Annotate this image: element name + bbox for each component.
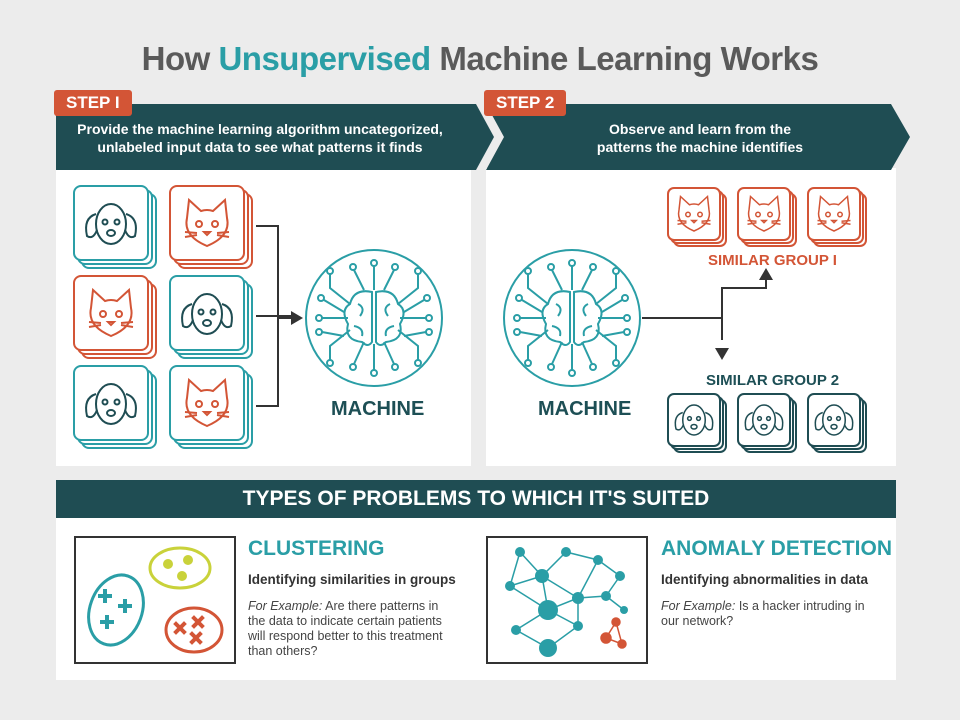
types-heading: TYPES OF PROBLEMS TO WHICH IT'S SUITED <box>56 480 896 518</box>
input-card-cat-3 <box>169 365 253 449</box>
machine-brain-icon <box>503 249 641 387</box>
arrow-to-group2 <box>715 348 729 360</box>
clustering-example-label: For Example: <box>248 599 323 613</box>
step1-description-line1: Provide the machine learning algorithm u… <box>77 121 443 137</box>
output-connectors <box>642 278 767 340</box>
anomaly-example-label: For Example: <box>661 599 736 613</box>
group1-card-3 <box>807 187 867 247</box>
step2-description-line1: Observe and learn from the <box>608 121 792 137</box>
group1-card-2 <box>737 187 797 247</box>
anomaly-example-line2: our network? <box>661 614 734 628</box>
step2-machine-label: MACHINE <box>538 398 632 420</box>
step1-diagram <box>73 185 443 449</box>
step2-tag: STEP 2 <box>484 90 567 116</box>
title-accent: Unsupervised <box>218 40 431 77</box>
input-card-dog-2 <box>169 275 253 359</box>
clustering-title: CLUSTERING <box>248 537 385 560</box>
input-card-dog-1 <box>73 185 157 269</box>
title-prefix: How <box>141 40 219 77</box>
machine-brain-icon <box>305 249 443 387</box>
arrow-to-machine <box>291 311 303 325</box>
step2-diagram <box>503 187 867 453</box>
input-connectors <box>256 225 291 407</box>
page-title: How Unsupervised Machine Learning Works <box>0 40 960 78</box>
step1-band <box>56 104 494 170</box>
anomaly-example-line1: Is a hacker intruding in <box>735 599 865 613</box>
clustering-example-line3: will respond better to this treatment <box>248 629 443 643</box>
group2-label: SIMILAR GROUP 2 <box>706 372 840 389</box>
clustering-example: For Example: Are there patterns in the d… <box>248 599 473 659</box>
clustering-example-line2: the data to indicate certain patients <box>248 614 442 628</box>
arrow-to-group1 <box>759 268 773 280</box>
group2-card-3 <box>807 393 867 453</box>
anomaly-subtitle: Identifying abnormalities in data <box>661 572 869 587</box>
anomaly-title: ANOMALY DETECTION <box>661 537 893 560</box>
step1-machine-label: MACHINE <box>331 398 425 420</box>
group2-card-1 <box>667 393 727 453</box>
step2-description-line2: patterns the machine identifies <box>596 139 804 155</box>
anomaly-example: For Example: Is a hacker intruding in ou… <box>661 599 886 629</box>
clustering-example-line1: Are there patterns in <box>322 599 439 613</box>
input-card-dog-3 <box>73 365 157 449</box>
group1-card-1 <box>667 187 727 247</box>
group1-label: SIMILAR GROUP I <box>708 252 837 269</box>
title-suffix: Machine Learning Works <box>430 40 819 77</box>
step2-band <box>486 104 910 170</box>
step1-description-line2: unlabeled input data to see what pattern… <box>97 139 423 155</box>
clustering-illustration <box>74 536 236 664</box>
group2-card-2 <box>737 393 797 453</box>
clustering-example-line4: than others? <box>248 644 318 658</box>
input-card-cat-1 <box>169 185 253 269</box>
clustering-subtitle: Identifying similarities in groups <box>248 572 456 587</box>
input-card-cat-2 <box>73 275 157 359</box>
step1-tag: STEP I <box>54 90 132 116</box>
anomaly-illustration <box>486 536 648 664</box>
